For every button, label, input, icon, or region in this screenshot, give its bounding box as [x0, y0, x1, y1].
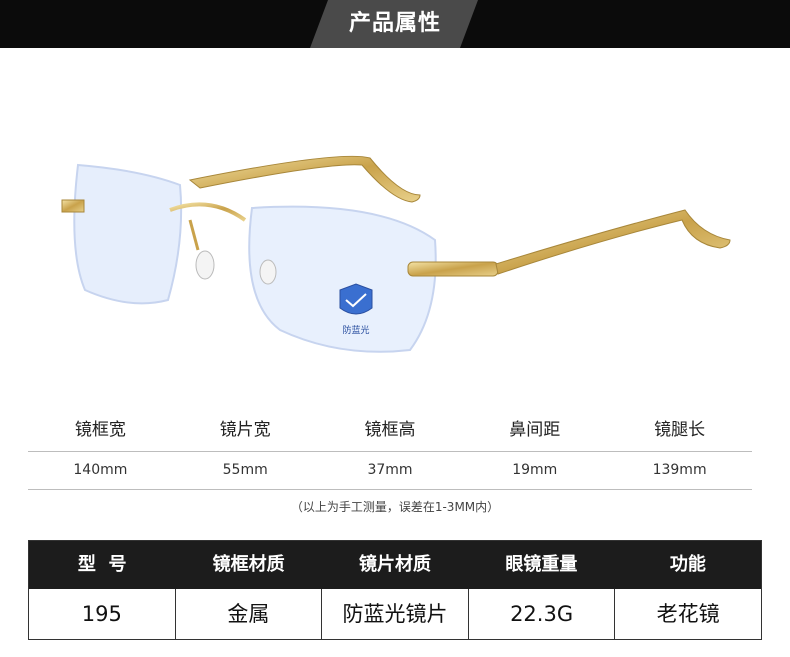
measurement-bottom-divider [28, 489, 752, 490]
measure-value-frame-width: 140mm [73, 462, 128, 478]
measure-value-frame-height: 37mm [367, 462, 413, 478]
spec-table: 型 号 镜框材质 镜片材质 眼镜重量 功能 195 金属 防蓝光镜片 22.3G… [28, 540, 762, 640]
spec-header-model: 型 号 [77, 554, 127, 575]
spec-header-function: 功能 [669, 554, 706, 575]
spec-value-model: 195 [81, 602, 122, 626]
blue-light-badge-text: 防蓝光 [342, 324, 369, 336]
measure-value-lens-width: 55mm [222, 462, 268, 478]
right-lens [248, 205, 437, 353]
right-temple-arm [495, 209, 731, 275]
left-lens [73, 163, 183, 305]
measure-label-lens-width: 镜片宽 [219, 420, 271, 440]
spec-value-weight: 22.3G [467, 589, 615, 639]
measure-value-bridge-width: 19mm [512, 462, 558, 478]
measurement-labels-row: 镜框宽 镜片宽 镜框高 鼻间距 镜腿长 [28, 412, 752, 450]
measure-value-temple-length: 139mm [652, 462, 707, 478]
header-banner: 产品属性 [0, 0, 790, 48]
right-hinge [407, 261, 499, 277]
spec-header-weight: 眼镜重量 [505, 554, 578, 575]
bridge [169, 202, 247, 222]
measurement-values-row: 140mm 55mm 37mm 19mm 139mm [28, 452, 752, 488]
spec-value-frame-material: 金属 [174, 589, 322, 639]
spec-header-row: 型 号 镜框材质 镜片材质 眼镜重量 功能 [29, 541, 761, 589]
banner-slant-shape [310, 0, 478, 48]
spec-header-frame-material: 镜框材质 [212, 554, 285, 575]
spec-value-row: 195 金属 防蓝光镜片 22.3G 老花镜 [29, 589, 761, 639]
measure-label-frame-height: 镜框高 [364, 420, 416, 440]
spec-value-lens-material: 防蓝光镜片 [321, 589, 468, 639]
spec-header-lens-material: 镜片材质 [359, 554, 432, 575]
spec-value-function: 老花镜 [614, 589, 761, 639]
left-hinge [61, 199, 85, 213]
measure-label-frame-width: 镜框宽 [74, 420, 126, 440]
measure-label-temple-length: 镜腿长 [654, 420, 706, 440]
measurement-divider [28, 451, 752, 452]
measure-label-bridge-width: 鼻间距 [509, 420, 561, 440]
measurement-note: （以上为手工测量，误差在1-3MM内） [290, 500, 500, 514]
blue-light-badge-icon [339, 283, 373, 315]
nose-pad-arm [188, 219, 200, 251]
nose-pad-right [259, 259, 277, 285]
nose-pad-left [195, 250, 215, 280]
left-temple-arm [188, 155, 421, 203]
glasses-product-image: 防蓝光 [61, 155, 731, 353]
banner-title: 产品属性 [348, 11, 441, 36]
